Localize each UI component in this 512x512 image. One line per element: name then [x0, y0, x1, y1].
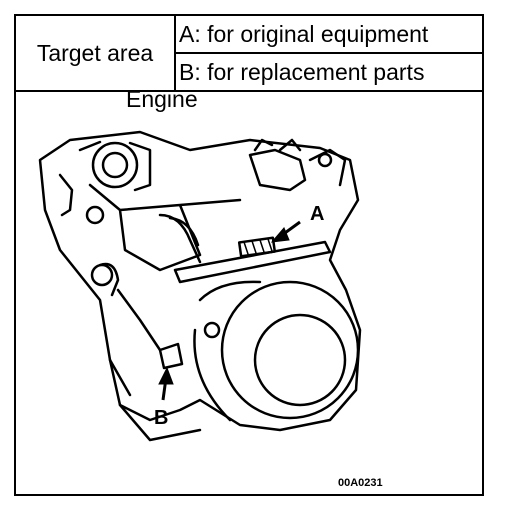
- target-area-label: Target area: [16, 16, 176, 92]
- engine-title: Engine: [126, 86, 198, 112]
- option-b-label: B: for replacement parts: [176, 54, 482, 92]
- engine-block: [38, 130, 362, 432]
- arrow-a-icon: [270, 220, 301, 243]
- intake-manifold: [88, 183, 242, 272]
- target-b-zone: [158, 342, 184, 370]
- distributor: [248, 148, 307, 192]
- throttle-body: [91, 141, 139, 189]
- option-a-label: A: for original equipment: [176, 16, 482, 54]
- callout-a: A: [310, 203, 324, 225]
- crank-pulley: [220, 280, 360, 420]
- diagram-frame: Target area A: for original equipment B:…: [14, 14, 484, 496]
- target-a-zone: [237, 236, 277, 258]
- arrow-b-icon: [158, 366, 174, 401]
- callout-b: B: [154, 407, 168, 429]
- figure-code: 00A0231: [338, 477, 383, 489]
